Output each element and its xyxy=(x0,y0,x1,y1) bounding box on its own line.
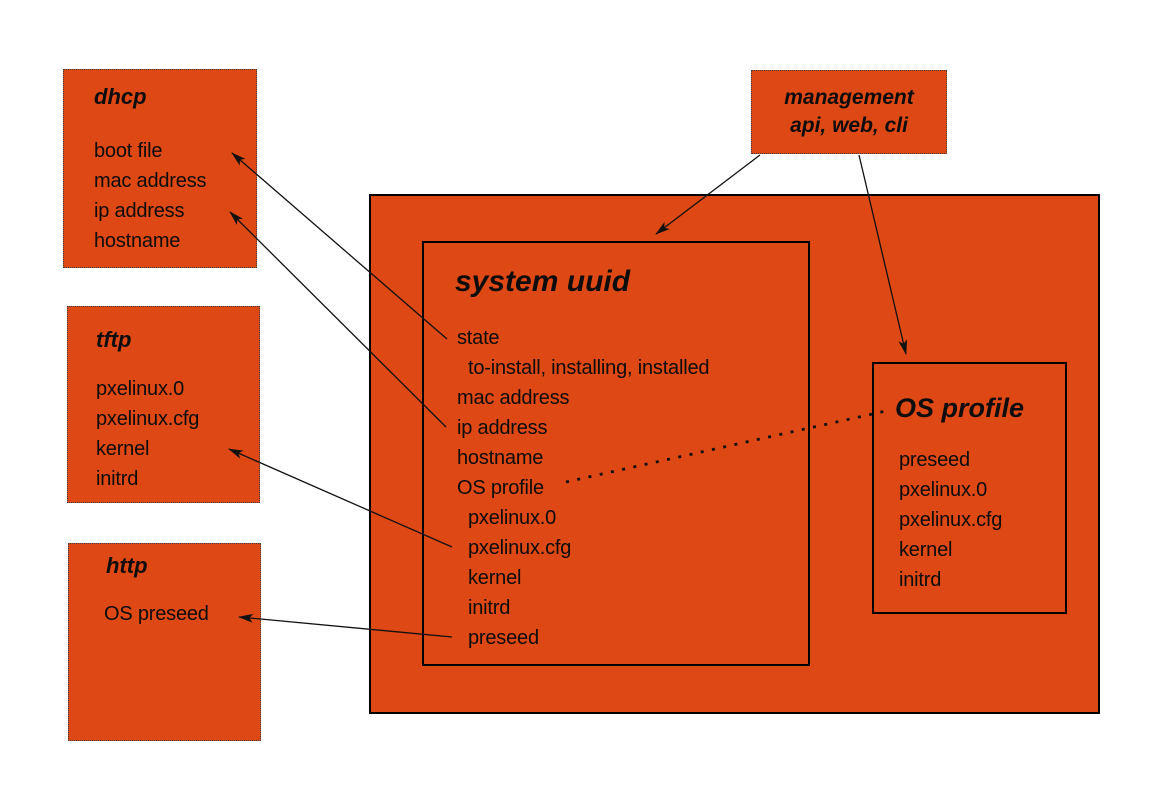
os-profile-item-kernel: kernel xyxy=(899,539,953,561)
os-profile-item-initrd: initrd xyxy=(899,569,942,591)
http-box: http OS preseed xyxy=(68,543,261,741)
http-items: OS preseed xyxy=(104,599,209,629)
tftp-box: tftp pxelinux.0 pxelinux.cfg kernel init… xyxy=(67,306,260,503)
system-item-ip-address: ip address xyxy=(457,417,548,439)
system-item-states-list: to-install, installing, installed xyxy=(468,357,710,379)
os-profile-title: OS profile xyxy=(895,393,1025,423)
system-item-state: state xyxy=(457,327,500,349)
management-label-line1: management xyxy=(784,86,914,109)
system-item-mac-address: mac address xyxy=(457,387,570,409)
tftp-item-kernel: kernel xyxy=(96,438,150,460)
dhcp-title: dhcp xyxy=(94,84,147,109)
os-profile-item-pxelinuxcfg: pxelinux.cfg xyxy=(899,509,1003,531)
system-uuid-title: system uuid xyxy=(455,265,631,298)
tftp-item-initrd: initrd xyxy=(96,468,139,490)
dhcp-item-mac-address: mac address xyxy=(94,170,207,192)
os-profile-box: OS profile preseed pxelinux.0 pxelinux.c… xyxy=(872,362,1067,614)
system-uuid-box: system uuid state to-install, installing… xyxy=(422,241,810,666)
dhcp-items: boot file mac address ip address hostnam… xyxy=(94,136,206,256)
dhcp-box: dhcp boot file mac address ip address ho… xyxy=(63,69,257,268)
os-profile-item-preseed: preseed xyxy=(899,449,970,471)
system-uuid-items: state to-install, installing, installed … xyxy=(457,323,710,653)
system-item-os-profile: OS profile xyxy=(457,477,544,499)
system-item-hostname: hostname xyxy=(457,447,544,469)
http-title: http xyxy=(106,553,148,578)
system-item-pxelinuxcfg: pxelinux.cfg xyxy=(468,537,572,559)
system-item-initrd: initrd xyxy=(468,597,511,619)
management-label: management api, web, cli xyxy=(752,84,946,140)
management-label-line2: api, web, cli xyxy=(790,114,908,137)
dhcp-item-ip-address: ip address xyxy=(94,200,185,222)
tftp-items: pxelinux.0 pxelinux.cfg kernel initrd xyxy=(96,374,199,494)
tftp-item-pxelinuxcfg: pxelinux.cfg xyxy=(96,408,200,430)
system-item-preseed: preseed xyxy=(468,627,539,649)
os-profile-items: preseed pxelinux.0 pxelinux.cfg kernel i… xyxy=(899,445,1002,595)
dhcp-item-hostname: hostname xyxy=(94,230,181,252)
http-item-os-preseed: OS preseed xyxy=(104,603,209,625)
system-item-kernel: kernel xyxy=(468,567,522,589)
tftp-title: tftp xyxy=(96,327,132,352)
management-box: management api, web, cli xyxy=(751,70,947,154)
system-item-pxelinux0: pxelinux.0 xyxy=(468,507,557,529)
dhcp-item-boot-file: boot file xyxy=(94,140,163,162)
tftp-item-pxelinux0: pxelinux.0 xyxy=(96,378,185,400)
os-profile-item-pxelinux0: pxelinux.0 xyxy=(899,479,988,501)
